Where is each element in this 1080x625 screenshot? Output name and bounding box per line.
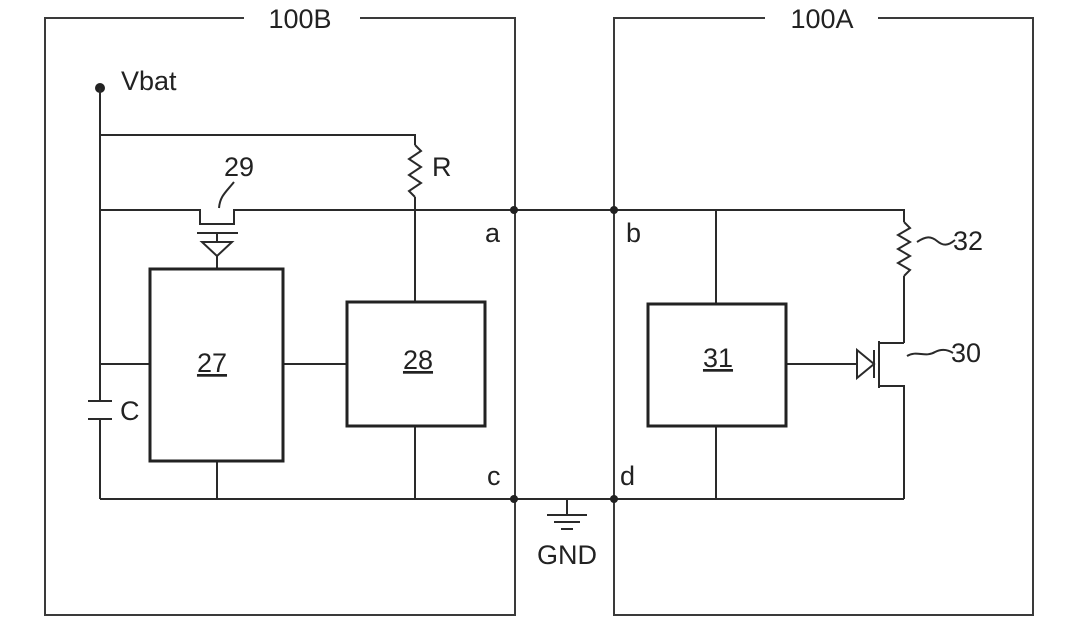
node-c-junction bbox=[510, 495, 518, 503]
ground-line-cd: c d bbox=[100, 461, 904, 503]
block-31-label: 31 bbox=[703, 343, 733, 373]
module-100a-label: 100A bbox=[790, 4, 853, 34]
block-28-label: 28 bbox=[403, 345, 433, 375]
resistor-r: R bbox=[100, 134, 452, 302]
node-a-junction bbox=[510, 206, 518, 214]
ground-label: GND bbox=[537, 540, 597, 570]
ground-symbol: GND bbox=[537, 499, 597, 570]
node-d-label: d bbox=[620, 461, 635, 491]
transistor-29: 29 bbox=[197, 152, 254, 269]
transistor-30: 30 bbox=[856, 338, 981, 499]
module-100a-frame: 100A bbox=[613, 4, 1034, 616]
block-31: 31 bbox=[646, 210, 857, 499]
module-100b-label: 100B bbox=[268, 4, 331, 34]
block-27: 27 bbox=[100, 267, 347, 499]
vbat-label: Vbat bbox=[121, 66, 177, 96]
supply-rail: Vbat bbox=[95, 66, 177, 499]
block-27-label: 27 bbox=[197, 348, 227, 378]
resistor-label: R bbox=[432, 152, 452, 182]
ref-30-label: 30 bbox=[951, 338, 981, 368]
signal-line-ab: a b bbox=[100, 206, 905, 248]
resistor-32: 32 bbox=[896, 221, 983, 343]
node-d-junction bbox=[610, 495, 618, 503]
node-c-label: c bbox=[487, 461, 501, 491]
capacitor-c: C bbox=[88, 396, 140, 426]
node-b-junction bbox=[610, 206, 618, 214]
block-28: 28 bbox=[345, 300, 487, 499]
node-b-label: b bbox=[626, 218, 641, 248]
ref-29-label: 29 bbox=[224, 152, 254, 182]
node-a-label: a bbox=[485, 218, 501, 248]
capacitor-label: C bbox=[120, 396, 140, 426]
module-100b-frame: 100B bbox=[44, 4, 516, 616]
ref-32-label: 32 bbox=[953, 226, 983, 256]
